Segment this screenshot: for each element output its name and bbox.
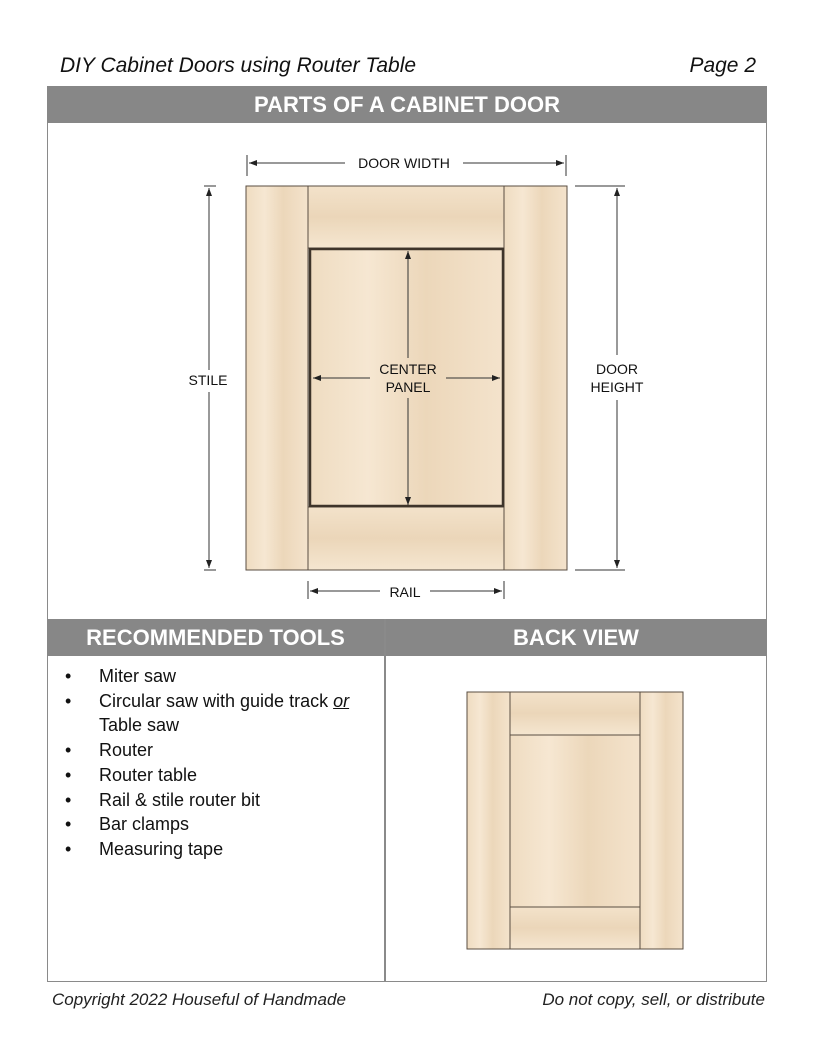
back-top-rail [509, 691, 641, 736]
tools-list: Miter sawCircular saw with guide track o… [47, 664, 384, 862]
rail-label: RAIL [389, 584, 421, 600]
back-right-stile [639, 691, 684, 950]
tool-item: Miter saw [47, 664, 384, 689]
door-height-label: DOOR HEIGHT [582, 360, 652, 396]
tool-text: Router [99, 740, 154, 761]
right-stile [503, 185, 568, 571]
tool-text: Measuring tape [99, 838, 224, 859]
door-width-label: DOOR WIDTH [358, 155, 450, 171]
top-rail [307, 185, 505, 249]
tool-text: Circular saw with guide track [99, 690, 334, 711]
dimension-lines [204, 155, 625, 599]
tool-emphasis: or [333, 690, 350, 711]
center-panel-label: CENTER PANEL [368, 360, 448, 396]
tool-text: Router table [99, 764, 198, 785]
distribution-notice: Do not copy, sell, or distribute [542, 990, 765, 1009]
tool-item: Measuring tape [47, 837, 384, 862]
bottom-rail [307, 506, 505, 571]
tool-text: Miter saw [99, 666, 177, 686]
tool-item: Router [47, 738, 384, 763]
tool-item: Rail & stile router bit [47, 788, 384, 813]
center-panel-line2: PANEL [385, 379, 431, 395]
back-view-header: BACK VIEW [385, 619, 767, 656]
copyright: Copyright 2022 Houseful of Handmade [52, 990, 346, 1009]
back-door [466, 691, 684, 950]
back-bottom-rail [509, 906, 641, 950]
tools-header: RECOMMENDED TOOLS [47, 619, 384, 656]
tool-text: Bar clamps [99, 814, 190, 835]
parts-header: PARTS OF A CABINET DOOR [47, 86, 767, 123]
tool-text: Rail & stile router bit [99, 789, 261, 810]
tool-item: Circular saw with guide track or [47, 689, 384, 714]
stile-label: STILE [188, 372, 228, 388]
center-panel-line1: CENTER [379, 361, 437, 377]
left-stile [245, 185, 309, 571]
tool-text: Table saw [99, 715, 180, 736]
door-height-line2: HEIGHT [590, 379, 644, 395]
tool-item: Router table [47, 763, 384, 788]
column-divider [384, 619, 386, 982]
tool-item: Bar clamps [47, 812, 384, 837]
back-left-stile [466, 691, 511, 950]
document-title: DIY Cabinet Doors using Router Table [60, 54, 417, 77]
tool-item: Table saw [47, 713, 384, 738]
back-panel [509, 734, 641, 908]
door-height-line1: DOOR [596, 361, 638, 377]
page-number: Page 2 [689, 54, 756, 77]
